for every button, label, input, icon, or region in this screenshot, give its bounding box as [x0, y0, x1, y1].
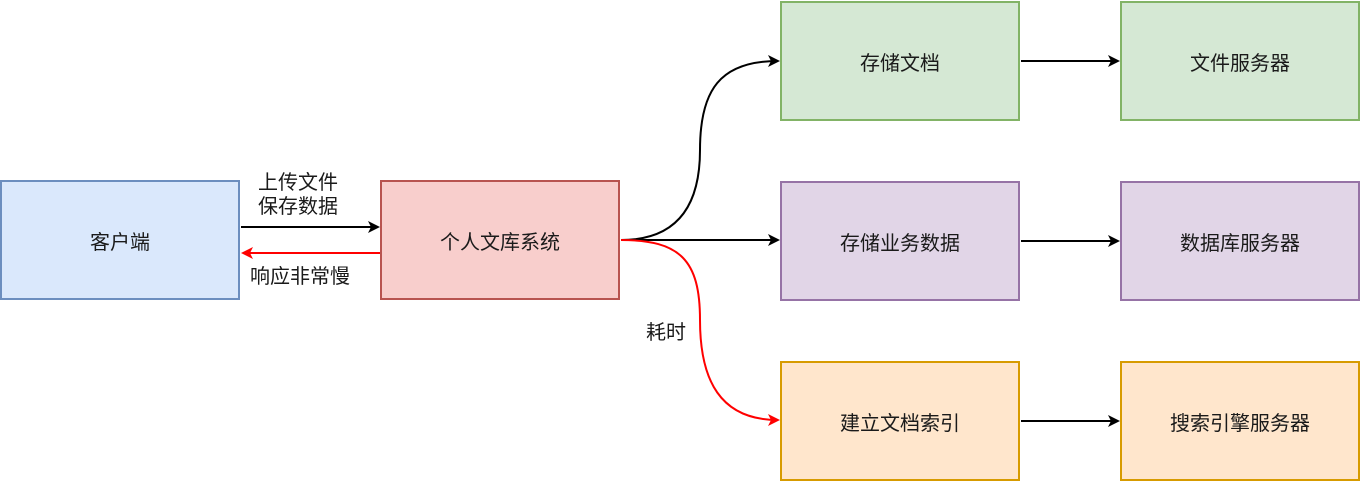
edge-label-upload: 上传文件 保存数据 — [258, 170, 338, 218]
node-index-doc-label: 建立文档索引 — [840, 410, 960, 435]
edge-label-upload-line1: 上传文件 — [258, 170, 338, 194]
edge-label-time-consuming: 耗时 — [646, 320, 686, 344]
node-file-server[interactable]: 文件服务器 — [1120, 1, 1360, 121]
node-search-server-label: 搜索引擎服务器 — [1170, 410, 1310, 435]
node-store-doc-label: 存储文档 — [860, 50, 940, 75]
edge-label-upload-line2: 保存数据 — [258, 194, 338, 218]
edge-label-slow-response: 响应非常慢 — [250, 264, 350, 288]
edge-to-store-doc — [620, 55, 780, 241]
node-search-server[interactable]: 搜索引擎服务器 — [1120, 361, 1360, 481]
node-file-server-label: 文件服务器 — [1190, 50, 1290, 75]
node-index-doc[interactable]: 建立文档索引 — [780, 361, 1020, 481]
node-db-server-label: 数据库服务器 — [1180, 230, 1300, 255]
node-client-label: 客户端 — [90, 229, 150, 254]
node-system-label: 个人文库系统 — [440, 229, 560, 254]
node-store-doc[interactable]: 存储文档 — [780, 1, 1020, 121]
node-db-server[interactable]: 数据库服务器 — [1120, 181, 1360, 301]
node-store-biz[interactable]: 存储业务数据 — [780, 181, 1020, 301]
edge-to-index-doc — [620, 239, 780, 426]
node-store-biz-label: 存储业务数据 — [840, 230, 960, 255]
node-system[interactable]: 个人文库系统 — [380, 180, 620, 300]
node-client[interactable]: 客户端 — [0, 180, 240, 300]
